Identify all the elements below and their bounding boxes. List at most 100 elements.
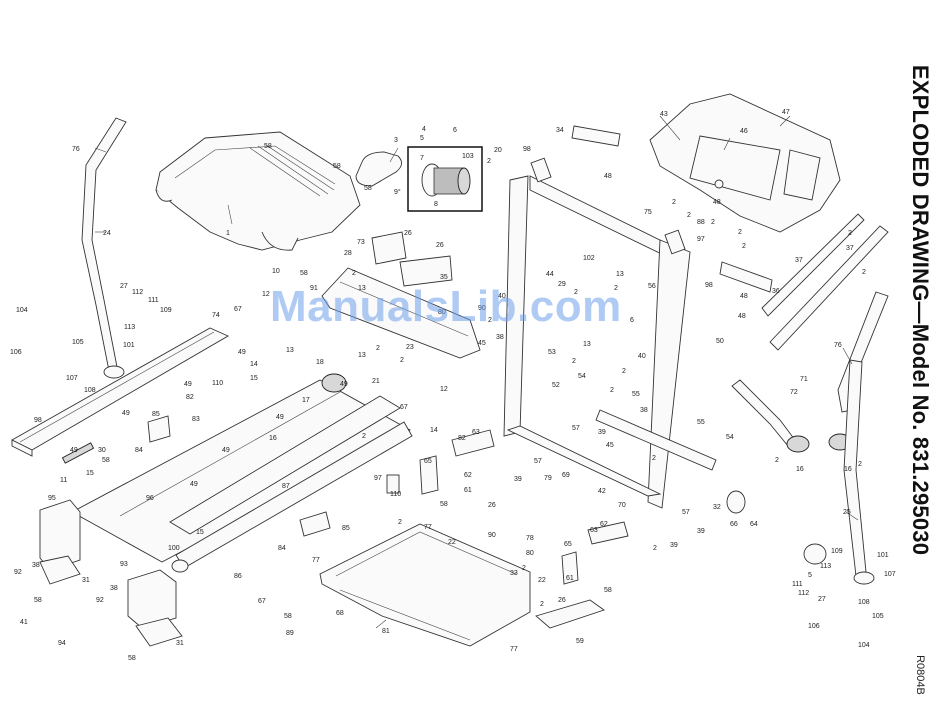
left-frame-rail — [11, 327, 229, 464]
callout-48c: 48 — [740, 293, 748, 300]
callout-2q: 2 — [574, 289, 578, 296]
callout-2h: 2 — [862, 269, 866, 276]
callout-55b: 55 — [632, 391, 640, 398]
callout-2i: 2 — [775, 457, 779, 464]
center-frame — [321, 267, 481, 359]
callout-16c: 16 — [269, 435, 277, 442]
callout-26a: 26 — [404, 230, 412, 237]
callout-9: 9° — [394, 188, 401, 196]
callout-2b: 2 — [672, 199, 676, 206]
callout-78: 78 — [526, 535, 534, 542]
callout-11: 11 — [60, 477, 67, 484]
callout-2t: 2 — [622, 368, 626, 375]
callout-39a: 39 — [697, 528, 705, 535]
callout-58b: 58 — [333, 163, 341, 170]
callout-65a: 65 — [424, 458, 432, 465]
right-upright-tubes — [731, 213, 889, 453]
callout-23: 23 — [406, 344, 414, 351]
callout-1: 1 — [226, 230, 230, 237]
callout-2a: 2 — [487, 158, 491, 165]
callout-53: 53 — [548, 349, 556, 356]
callout-109a: 109 — [831, 548, 843, 555]
callout-32: 32 — [713, 504, 721, 511]
base-tray — [319, 523, 531, 647]
callout-76-left: 76 — [72, 146, 80, 153]
callout-79: 79 — [544, 475, 552, 482]
drive-belt — [355, 151, 402, 187]
callout-5b: 5 — [808, 572, 812, 579]
callout-2g: 2 — [848, 230, 852, 237]
callout-2c: 2 — [687, 212, 691, 219]
callout-77a: 77 — [424, 524, 432, 531]
callout-83: 83 — [192, 416, 200, 423]
drawing-title-text: EXPLODED DRAWING—Model No. 831.295030 — [908, 64, 933, 556]
callout-63a: 63 — [472, 429, 480, 436]
callout-101b: 101 — [123, 342, 135, 349]
callout-26d: 26 — [558, 597, 566, 604]
callout-35: 35 — [440, 274, 448, 281]
callout-16a: 16 — [796, 466, 804, 473]
callout-13e: 13 — [583, 341, 591, 348]
callout-2s: 2 — [572, 358, 576, 365]
callout-44: 44 — [546, 271, 554, 278]
callout-108a: 108 — [858, 599, 870, 606]
callout-55a: 55 — [697, 419, 705, 426]
callout-38d: 38 — [640, 407, 648, 414]
callout-49e: 49 — [276, 414, 284, 421]
callout-61a: 61 — [464, 487, 472, 494]
callout-45a: 45 — [478, 340, 486, 347]
callout-2p: 2 — [400, 357, 404, 364]
callout-71: 71 — [800, 376, 808, 383]
callout-56: 56 — [648, 283, 656, 290]
callout-57c: 57 — [534, 458, 542, 465]
callout-57b: 57 — [572, 425, 580, 432]
callout-34: 34 — [556, 127, 564, 134]
callout-39c: 39 — [598, 429, 606, 436]
callout-2u: 2 — [610, 387, 614, 394]
callout-75: 75 — [644, 209, 652, 216]
callout-49d: 49 — [122, 410, 130, 417]
callout-97: 97 — [697, 236, 705, 243]
callout-49f: 49 — [222, 447, 230, 454]
callout-73: 73 — [357, 239, 365, 246]
callout-107a: 107 — [884, 571, 896, 578]
callout-90b: 90 — [488, 532, 496, 539]
callout-54b: 54 — [578, 373, 586, 380]
callout-22a: 22 — [448, 539, 456, 546]
callout-84b: 84 — [278, 545, 286, 552]
callout-36: 36 — [772, 288, 780, 295]
callout-92b: 92 — [96, 597, 104, 604]
callout-47: 47 — [782, 109, 790, 116]
callout-27a: 27 — [818, 596, 826, 603]
callout-18: 18 — [316, 359, 324, 366]
callout-85b: 85 — [342, 525, 350, 532]
callout-66: 66 — [730, 521, 738, 528]
callout-87: 87 — [282, 483, 290, 490]
callout-22b: 22 — [538, 577, 546, 584]
right-handrail — [843, 359, 875, 585]
callout-76-right: 76 — [834, 342, 842, 349]
callout-2y: 2 — [540, 601, 544, 608]
callout-40b: 40 — [638, 353, 646, 360]
callout-109b: 109 — [160, 307, 172, 314]
callout-2d: 2 — [711, 219, 715, 226]
callout-41: 41 — [20, 619, 28, 626]
callout-2k: 2 — [653, 545, 657, 552]
callout-49b: 49 — [184, 381, 192, 388]
callout-94: 94 — [58, 640, 66, 647]
callout-49c: 49 — [340, 381, 348, 388]
callout-14b: 14 — [430, 427, 438, 434]
callout-2f: 2 — [742, 243, 746, 250]
left-handrail — [81, 117, 127, 379]
callout-31a: 31 — [82, 577, 90, 584]
callout-111b: 111 — [148, 297, 159, 304]
callout-58h: 58 — [284, 613, 292, 620]
callout-102: 102 — [583, 255, 595, 262]
callout-58i: 58 — [440, 501, 448, 508]
callout-65b: 65 — [564, 541, 572, 548]
callout-48b: 48 — [713, 199, 721, 206]
callout-15b: 15 — [86, 470, 94, 477]
callout-3: 3 — [394, 137, 398, 144]
console — [649, 93, 841, 233]
